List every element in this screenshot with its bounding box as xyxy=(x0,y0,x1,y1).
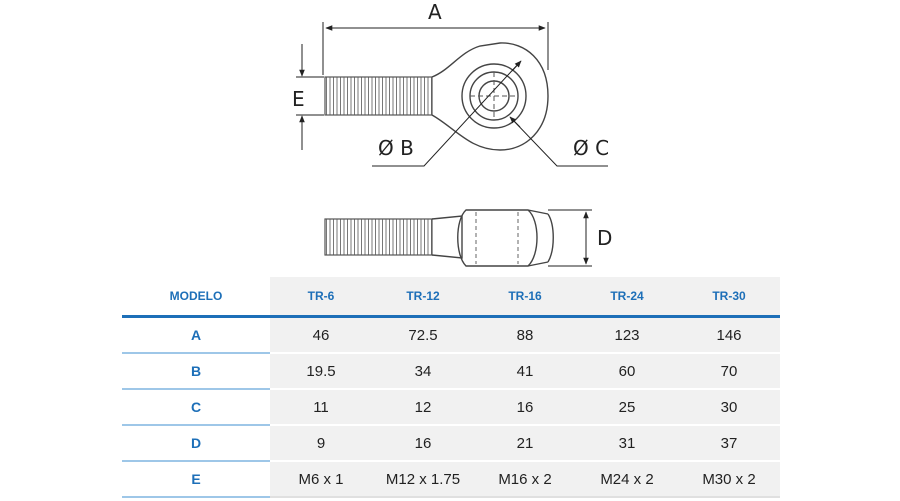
table-cell: 41 xyxy=(474,353,576,390)
table-cell: 30 xyxy=(678,389,780,426)
row-label: E xyxy=(122,461,270,498)
rod-end-top-view-drawing xyxy=(296,22,608,167)
leader-b-line xyxy=(372,60,522,167)
threaded-shank-side xyxy=(324,218,433,256)
table-cell: M16 x 2 xyxy=(474,461,576,498)
table-cell: M30 x 2 xyxy=(678,461,780,498)
dimension-a-line xyxy=(322,22,549,75)
table-cell: 16 xyxy=(474,389,576,426)
eye-body-side xyxy=(431,209,554,267)
table-cell: 146 xyxy=(678,316,780,354)
table-cell: 31 xyxy=(576,425,678,462)
side-bore-hidden-lines xyxy=(475,212,519,264)
dimension-label-b: Ø B xyxy=(378,136,414,160)
table-cell: 12 xyxy=(372,389,474,426)
dimension-label-c: Ø C xyxy=(573,136,610,160)
row-label: D xyxy=(122,425,270,462)
table-row: E M6 x 1 M12 x 1.75 M16 x 2 M24 x 2 M30 … xyxy=(122,461,780,498)
table-cell: M6 x 1 xyxy=(270,461,372,498)
table-row: C 11 12 16 25 30 xyxy=(122,389,780,426)
header-model: TR-6 xyxy=(270,277,372,318)
table-cell: 19.5 xyxy=(270,353,372,390)
table-cell: 34 xyxy=(372,353,474,390)
row-label: B xyxy=(122,353,270,390)
header-model: TR-24 xyxy=(576,277,678,318)
row-label: A xyxy=(122,316,270,354)
dimension-label-e: E xyxy=(292,87,305,111)
table-cell: M24 x 2 xyxy=(576,461,678,498)
dimension-label-a: A xyxy=(428,0,442,24)
table-cell: 70 xyxy=(678,353,780,390)
dimension-label-d: D xyxy=(597,226,613,250)
table-row: B 19.5 34 41 60 70 xyxy=(122,353,780,390)
leader-c-line xyxy=(509,116,608,167)
header-model: TR-30 xyxy=(678,277,780,318)
rod-end-side-view-drawing xyxy=(324,209,592,267)
table-cell: 11 xyxy=(270,389,372,426)
dimension-e-line xyxy=(296,44,324,150)
table-row: A 46 72.5 88 123 146 xyxy=(122,316,780,354)
header-model: TR-16 xyxy=(474,277,576,318)
spec-table: MODELO TR-6 TR-12 TR-16 TR-24 TR-30 A 46… xyxy=(122,277,780,498)
table-cell: M12 x 1.75 xyxy=(372,461,474,498)
table-cell: 88 xyxy=(474,316,576,354)
table-cell: 123 xyxy=(576,316,678,354)
table-cell: 25 xyxy=(576,389,678,426)
table-cell: 21 xyxy=(474,425,576,462)
threaded-shank-top xyxy=(324,76,433,116)
table-cell: 37 xyxy=(678,425,780,462)
table-row: D 9 16 21 31 37 xyxy=(122,425,780,462)
table-cell: 16 xyxy=(372,425,474,462)
table-cell: 46 xyxy=(270,316,372,354)
header-model: TR-12 xyxy=(372,277,474,318)
center-crosshair xyxy=(470,72,518,120)
table-cell: 60 xyxy=(576,353,678,390)
dimension-d-line xyxy=(548,209,592,267)
header-modelo: MODELO xyxy=(122,277,270,318)
table-header-row: MODELO TR-6 TR-12 TR-16 TR-24 TR-30 xyxy=(122,277,780,318)
table-cell: 9 xyxy=(270,425,372,462)
row-label: C xyxy=(122,389,270,426)
table-cell: 72.5 xyxy=(372,316,474,354)
